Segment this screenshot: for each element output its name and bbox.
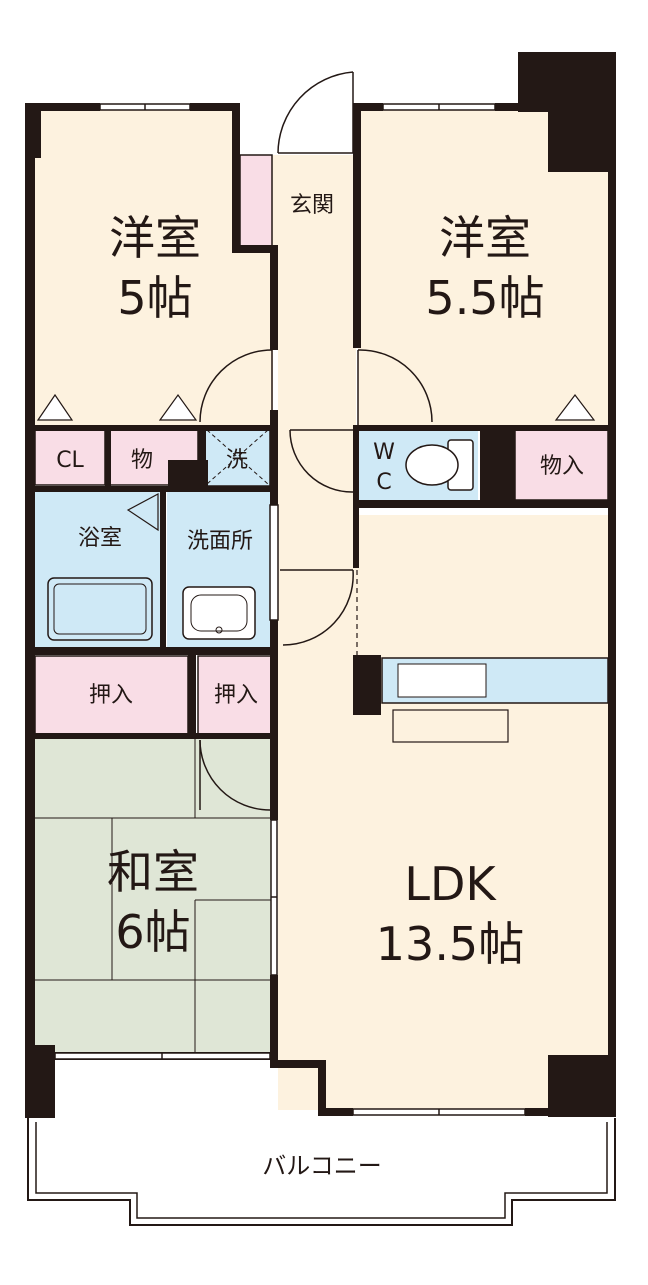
bath-label: 浴室 [78, 526, 122, 551]
japanese-floor [35, 738, 273, 1056]
wash-basin [182, 586, 256, 640]
entrance-shoebox [239, 154, 273, 251]
japanese-size: 6帖 [115, 905, 190, 959]
ldk-floor [278, 515, 608, 1110]
western-left-size: 5帖 [117, 271, 192, 325]
entrance-floor [272, 155, 354, 250]
closet-label: CL [56, 448, 84, 473]
bathtub [47, 577, 153, 641]
oshiire-left-box [34, 655, 189, 735]
window-ticks [144, 104, 440, 1115]
storage-right-label: 物入 [540, 454, 584, 479]
kitchen-sink [397, 663, 487, 698]
balcony-outline [27, 1118, 616, 1226]
wash-basin-bowl [190, 594, 248, 632]
western-right-name: 洋室 [439, 211, 531, 265]
western-left-name: 洋室 [109, 211, 201, 265]
oshiire-left-label: 押入 [89, 683, 133, 708]
wc-w-label: W [373, 440, 395, 465]
bathtub-inner [53, 583, 147, 635]
entrance-label: 玄関 [290, 193, 334, 218]
washer-label: 洗 [226, 448, 248, 473]
oshiire-right-label: 押入 [214, 683, 258, 708]
storage-label: 物 [131, 448, 153, 473]
washroom-label: 洗面所 [187, 529, 253, 554]
ldk-name: LDK [404, 857, 497, 911]
toilet-bowl [405, 444, 459, 486]
western-right-size: 5.5帖 [425, 271, 544, 325]
ldk-size: 13.5帖 [376, 917, 524, 971]
balcony-inner-outline [35, 1122, 608, 1219]
kitchen-bar [392, 709, 509, 743]
balcony-label: バルコニー [262, 1152, 382, 1180]
tatami-lines [35, 738, 273, 1056]
door-swings [199, 71, 433, 811]
wash-basin-drain [215, 626, 223, 634]
wc-c-label: C [376, 470, 391, 495]
walls [25, 52, 616, 1118]
bath-door-marker [126, 493, 159, 532]
japanese-name: 和室 [107, 845, 199, 899]
closet-triangles [36, 393, 596, 421]
